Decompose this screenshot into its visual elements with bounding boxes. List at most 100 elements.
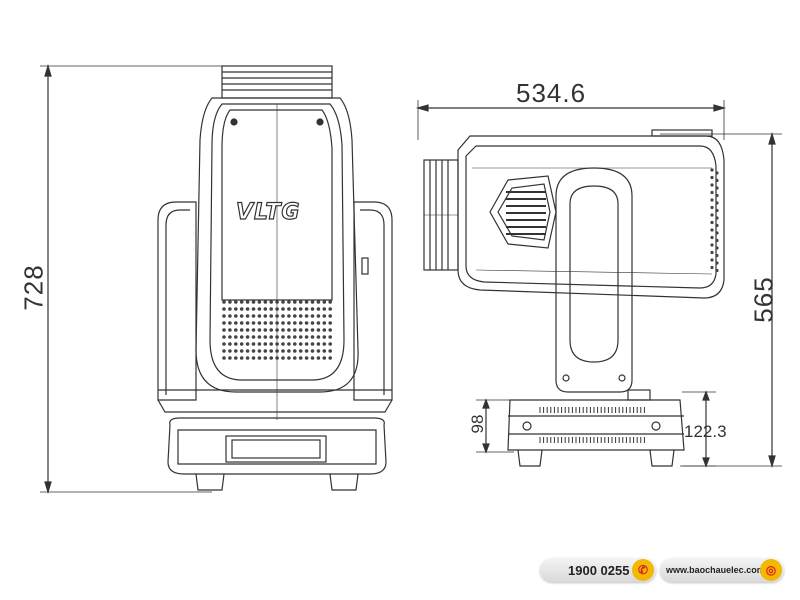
grille-hole	[222, 349, 226, 353]
grille-hole	[287, 342, 291, 346]
grille-hole	[287, 321, 291, 325]
grille-hole	[251, 335, 256, 339]
grille-hole	[251, 300, 256, 304]
grille-hole	[263, 307, 268, 311]
grille-hole	[287, 335, 291, 339]
lens-dot	[710, 213, 714, 217]
lens-dot	[710, 250, 714, 255]
grille-hole	[228, 342, 232, 346]
side-depth-label: 534.6	[516, 78, 587, 108]
grille-hole	[234, 321, 238, 325]
lens-dot	[715, 261, 719, 265]
grille-hole	[304, 328, 309, 332]
side-base-height-label: 98	[468, 414, 487, 434]
grille-hole	[239, 307, 244, 311]
grille-hole	[298, 342, 303, 346]
grille-hole	[275, 314, 279, 318]
grille-hole	[322, 307, 327, 311]
grille-hole	[328, 342, 333, 346]
side-yoke	[555, 167, 633, 393]
lens-dot	[710, 198, 714, 202]
grille-hole	[245, 349, 250, 353]
grille-hole	[245, 314, 250, 318]
side-base-slots	[539, 407, 645, 443]
grille-hole	[287, 356, 291, 360]
grille-hole	[281, 314, 285, 318]
grille-hole	[269, 342, 274, 346]
grille-hole	[257, 321, 262, 325]
grille-hole	[281, 349, 285, 353]
grille-hole	[269, 349, 274, 353]
grille-hole	[251, 349, 256, 353]
grille-hole	[239, 314, 244, 318]
front-yoke	[157, 201, 393, 413]
lens-dot	[715, 216, 719, 220]
grille-hole	[316, 342, 321, 346]
grille-hole	[222, 307, 226, 311]
grille-hole	[269, 314, 274, 318]
lens-dot	[710, 265, 714, 270]
grille-hole	[275, 335, 279, 339]
grille-hole	[310, 335, 315, 339]
lens-dot	[710, 228, 714, 232]
grille-hole	[322, 321, 327, 325]
grille-hole	[239, 321, 244, 325]
grille-hole	[304, 307, 309, 311]
grille-hole	[222, 335, 226, 339]
grille-hole	[298, 328, 303, 332]
lens-dot	[715, 208, 719, 213]
grille-hole	[287, 314, 291, 318]
grille-hole	[228, 307, 232, 311]
website-pill[interactable]: www.baochauelec.com ◎	[660, 558, 784, 582]
side-head	[457, 129, 725, 299]
grille-hole	[310, 342, 315, 346]
grille-hole	[263, 349, 268, 353]
grille-hole	[310, 328, 315, 332]
grille-hole	[222, 356, 226, 360]
grille-hole	[293, 342, 297, 346]
grille-hole	[234, 328, 238, 332]
grille-hole	[228, 300, 232, 304]
grille-hole	[257, 328, 262, 332]
grille-hole	[322, 356, 327, 360]
grille-hole	[234, 307, 238, 311]
lens-dot	[715, 171, 719, 175]
grille-hole	[293, 335, 297, 339]
side-vent-slots	[506, 191, 546, 235]
grille-hole	[234, 342, 238, 346]
side-view	[415, 100, 782, 469]
grille-hole	[298, 307, 303, 311]
side-height-label: 565	[748, 276, 779, 323]
grille-hole	[281, 335, 285, 339]
lens-dot	[715, 231, 719, 235]
grille-hole	[263, 342, 268, 346]
grille-hole	[287, 349, 291, 353]
grille-hole	[328, 328, 333, 332]
grille-hole	[281, 328, 285, 332]
phone-number: 1900 0255	[568, 562, 630, 578]
grille-hole	[257, 314, 262, 318]
grille-hole	[251, 321, 256, 325]
grille-hole	[310, 321, 315, 325]
grille-hole	[275, 300, 279, 304]
lens-dot	[715, 246, 719, 250]
phone-pill[interactable]: 1900 0255 ✆	[540, 558, 656, 582]
grille-hole	[234, 349, 238, 353]
grille-hole	[222, 314, 226, 318]
grille-hole	[322, 314, 327, 318]
grille-hole	[239, 356, 244, 360]
lens-dot	[715, 268, 719, 273]
front-height-dimension	[40, 63, 222, 495]
grille-hole	[263, 356, 268, 360]
front-grille	[222, 300, 333, 360]
lens-dot	[715, 253, 719, 258]
grille-hole	[228, 335, 232, 339]
grille-hole	[275, 349, 279, 353]
lens-dot	[710, 258, 714, 262]
grille-hole	[263, 321, 268, 325]
grille-hole	[298, 314, 303, 318]
grille-hole	[316, 300, 321, 304]
grille-hole	[281, 307, 285, 311]
grille-hole	[257, 349, 262, 353]
